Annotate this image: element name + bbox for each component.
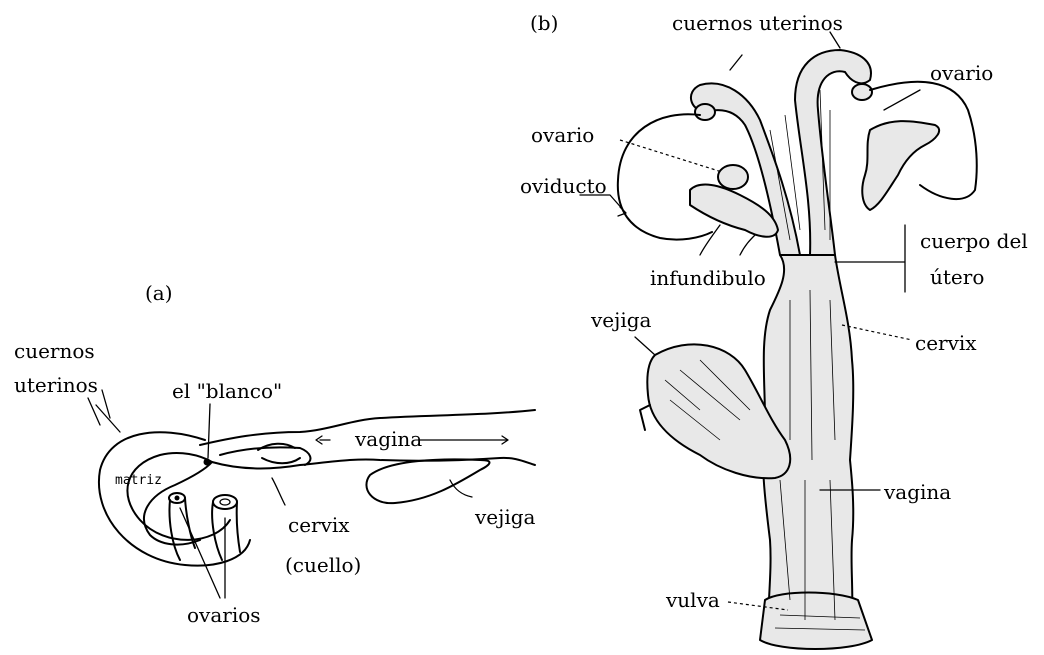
label-vejiga-b: vejiga (590, 308, 652, 332)
label-ovario-right: ovario (930, 61, 993, 85)
label-blanco: el "blanco" (172, 379, 282, 403)
panel-a: (a) cuernos uterinos (14, 281, 536, 627)
label-cuerpo-2: útero (930, 265, 984, 289)
label-ovarios: ovarios (187, 603, 261, 627)
label-matriz: matriz (115, 473, 162, 488)
label-cervix-b: cervix (915, 331, 977, 355)
label-cuernos-a-1: cuernos (14, 339, 95, 363)
uterine-horn-right (795, 50, 871, 255)
panel-a-label: (a) (145, 281, 173, 305)
label-cuerpo-1: cuerpo del (920, 229, 1028, 253)
target-dot (204, 459, 211, 466)
ovaries-a (169, 493, 240, 560)
label-vejiga-a: vejiga (474, 505, 536, 529)
right-ovary-group (852, 82, 977, 210)
label-cuernos-uterinos: cuernos uterinos (672, 11, 843, 35)
label-ovario-left: ovario (531, 123, 594, 147)
label-vulva: vulva (665, 588, 720, 612)
label-infundibulo: infundibulo (650, 266, 766, 290)
panel-b-label: (b) (530, 11, 558, 35)
label-oviducto: oviducto (520, 174, 607, 198)
label-vagina-b: vagina (883, 480, 951, 504)
label-cervix-a-2: (cuello) (285, 553, 361, 577)
vulva (760, 593, 872, 650)
label-cuernos-a-2: uterinos (14, 373, 98, 397)
label-cervix-a-1: cervix (288, 513, 350, 537)
panel-b: (b) (520, 11, 1028, 649)
label-vagina-a: vagina (354, 427, 422, 451)
